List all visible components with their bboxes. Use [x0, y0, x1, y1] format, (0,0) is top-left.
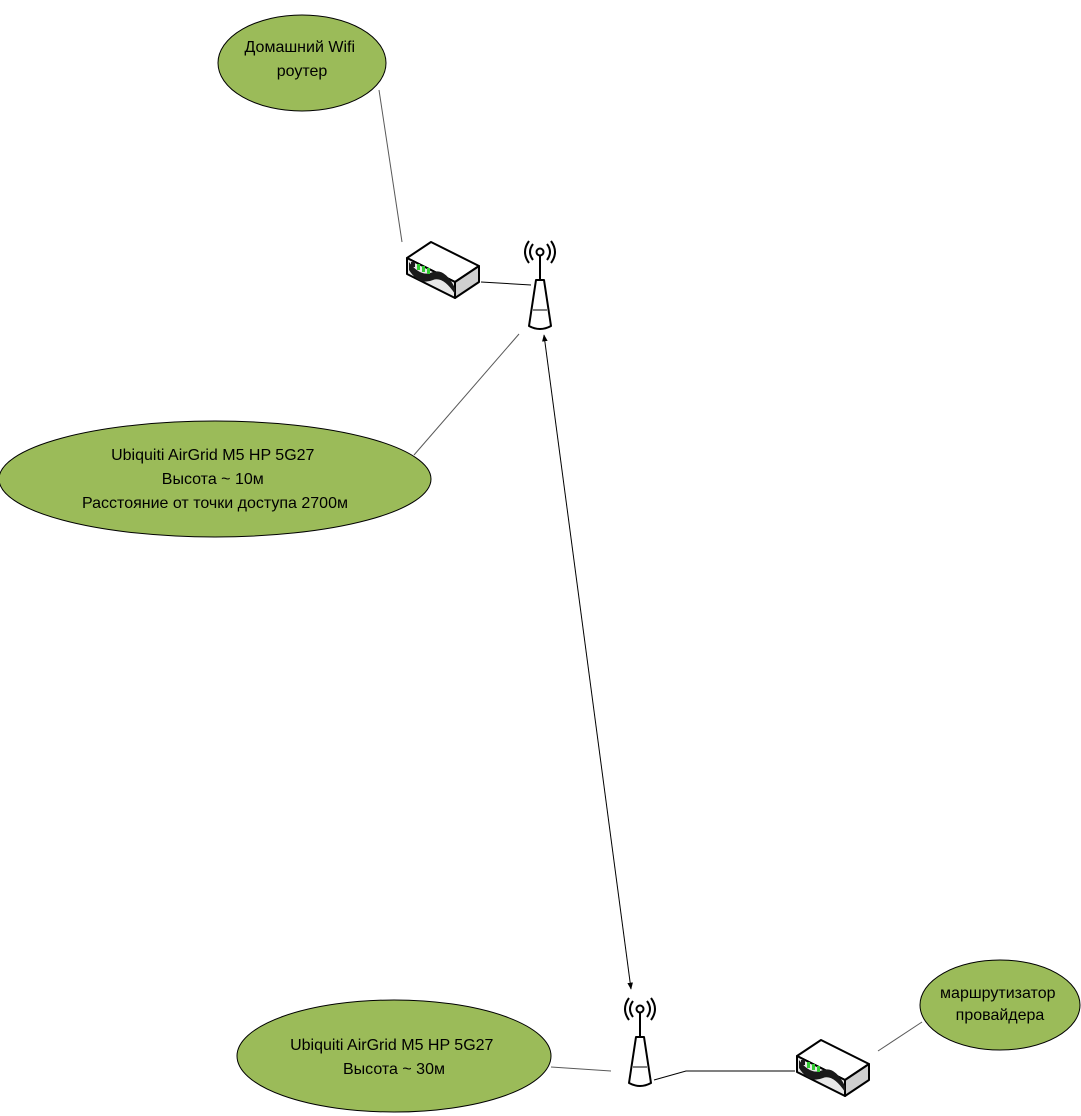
airgrid-bottom-label-node[interactable]: Ubiquiti AirGrid M5 HP 5G27 Высота ~ 30м	[236, 999, 552, 1113]
airgrid-top-label-line-1: Ubiquiti AirGrid M5 HP 5G27	[111, 447, 314, 464]
airgrid-top-label-line-3: Расстояние от точки доступа 2700м	[82, 495, 348, 512]
provider-router-label-line-1: маршрутизатор	[940, 985, 1056, 1002]
svg-text:маршрутизатор провайдера: маршрутизатор провайдера	[940, 985, 1060, 1024]
router-icon[interactable]	[406, 241, 480, 299]
airgrid-bottom-label-line-1: Ubiquiti AirGrid M5 HP 5G27	[290, 1037, 493, 1054]
callout-line-home-router	[378, 89, 403, 243]
callout-line-airgrid-top	[413, 333, 520, 456]
wireless-link-arrow	[542, 334, 633, 990]
home-router-label-line-2: роутер	[277, 63, 328, 80]
callout-line-provider-router	[877, 1021, 923, 1052]
svg-text:Ubiquiti AirGrid M5 HP 5G27: Ubiquiti AirGrid M5 HP 5G27 Высота ~ 10м…	[82, 447, 348, 512]
home-router-label-node[interactable]: Домашний Wifi роутер	[217, 14, 387, 112]
home-router-label-line-1: Домашний Wifi	[245, 39, 355, 56]
callout-line-airgrid-bottom	[550, 1066, 612, 1072]
router-icon[interactable]	[796, 1039, 870, 1097]
airgrid-bottom-label-line-2: Высота ~ 30м	[343, 1061, 445, 1078]
airgrid-top-label-node[interactable]: Ubiquiti AirGrid M5 HP 5G27 Высота ~ 10м…	[0, 420, 432, 538]
provider-router-label-node[interactable]: маршрутизатор провайдера	[919, 959, 1081, 1051]
provider-router-label-line-2: провайдера	[956, 1007, 1045, 1024]
link-antenna-to-provider-router	[653, 1070, 795, 1081]
link-home-router-to-antenna	[480, 281, 532, 286]
airgrid-top-label-line-2: Высота ~ 10м	[162, 471, 264, 488]
antenna-icon[interactable]	[624, 997, 656, 1087]
svg-text:Ubiquiti AirGrid M5 HP 5G27: Ubiquiti AirGrid M5 HP 5G27 Высота ~ 30м	[290, 1037, 498, 1078]
svg-text:Домашний Wifi роутер: Домашний Wifi роутер	[245, 39, 360, 80]
